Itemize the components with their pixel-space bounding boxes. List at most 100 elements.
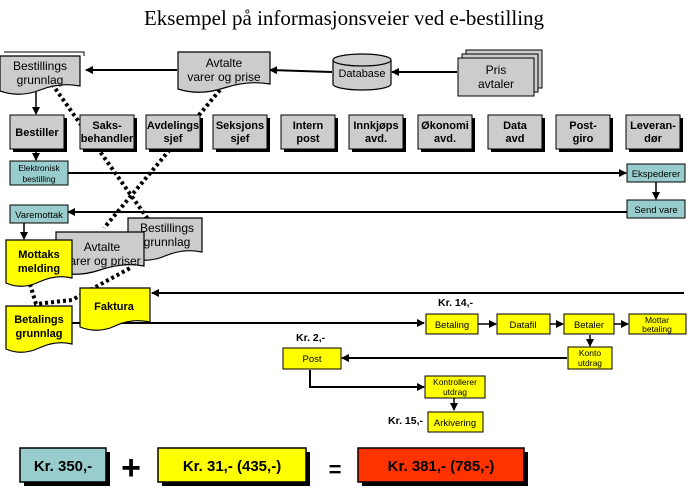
actor-label-5-0: Innkjøps <box>353 120 398 132</box>
doc-faktura: Faktura <box>79 287 151 331</box>
dotted-links <box>28 82 222 307</box>
elektronisk-line1: Elektronisk <box>18 163 60 173</box>
database-label: Database <box>338 68 385 80</box>
doc-mottaksmelding: Mottaks melding <box>5 239 73 287</box>
doc-avtalte-varer-top: Avtalte varer og prise <box>177 51 271 93</box>
dotted-avtalte-diagonal <box>102 88 222 230</box>
betalingsgrunnlag-line2: grunnlag <box>15 328 62 340</box>
box-betaling: Betaling <box>425 313 479 335</box>
total-box-c: Kr. 381,- (785,-) <box>357 447 528 486</box>
actor-label-1-1: behandler <box>81 133 134 145</box>
actor-label-4-0: Intern <box>293 120 324 132</box>
box-kontrollerer: Kontrollerer utdrag <box>424 375 486 399</box>
actor-label-3-1: sjef <box>231 133 250 145</box>
actor-box-0: Bestiller <box>9 114 67 152</box>
actor-label-6-0: Økonomi <box>421 120 469 132</box>
total-c-label: Kr. 381,- (785,-) <box>388 458 495 475</box>
box-mottar-betaling: Mottar betaling <box>628 313 687 335</box>
betalingsgrunnlag-line1: Betalings <box>14 314 64 326</box>
actor-label-4-1: post <box>296 133 320 145</box>
kontrollerer-line1: Kontrollerer <box>433 377 477 387</box>
box-varemottak: Varemottak <box>9 204 69 224</box>
avtalte-varer-line1: Avtalte <box>206 56 243 70</box>
actor-label-9-1: dør <box>644 133 662 145</box>
total-box-b: Kr. 31,- (435,-) <box>157 447 310 486</box>
actor-label-0-0: Bestiller <box>15 127 59 139</box>
actor-row: BestillerSaks-behandlerAvdelingssjefSeks… <box>9 114 683 152</box>
actor-label-6-1: avd. <box>434 133 456 145</box>
varemottak-label: Varemottak <box>15 210 63 221</box>
actor-label-2-0: Avdelings <box>147 120 199 132</box>
actor-box-1: Saks-behandler <box>79 114 137 152</box>
box-betaler: Betaler <box>563 313 615 335</box>
arrow-database-to-avtalte <box>269 66 333 75</box>
cost-kr2: Kr. 2,- <box>296 332 326 344</box>
avtalte-copy-line1: Avtalte <box>84 240 121 254</box>
box-post: Post <box>282 347 342 370</box>
arrow-post-to-kontrollerer <box>309 370 425 391</box>
kontoutdrag-line1: Konto <box>579 348 601 358</box>
diagram-title: Eksempel på informasjonsveier ved e-best… <box>143 6 545 30</box>
plus-sign: + <box>121 449 141 487</box>
betaler-label: Betaler <box>574 320 604 331</box>
actor-label-7-0: Data <box>503 120 528 132</box>
box-arkivering: Arkivering <box>427 411 484 433</box>
faktura-label: Faktura <box>94 301 135 313</box>
post-label: Post <box>302 354 321 365</box>
mottaksmelding-line1: Mottaks <box>18 249 60 261</box>
database-cylinder: Database <box>332 53 392 91</box>
datafil-label: Datafil <box>510 320 537 331</box>
doc-prisavtaler: Pris avtaler <box>457 49 543 97</box>
dotted-bestillingsgrunnlag-diagonal <box>50 82 152 224</box>
bestillingsgrunnlag-copy-line2: grunnlag <box>144 235 191 249</box>
actor-label-3-0: Seksjons <box>216 120 264 132</box>
actor-label-9-0: Leveran- <box>630 120 676 132</box>
box-datafil: Datafil <box>496 313 551 335</box>
cost-kr14: Kr. 14,- <box>438 297 474 309</box>
actor-label-8-1: giro <box>573 133 594 145</box>
mottar-line1: Mottar <box>645 315 669 325</box>
ekspederer-label: Ekspederer <box>632 169 681 180</box>
doc-betalingsgrunnlag: Betalings grunnlag <box>5 305 73 353</box>
total-a-label: Kr. 350,- <box>34 458 92 475</box>
prisavtaler-line2: avtaler <box>478 77 514 91</box>
actor-box-9: Leveran-dør <box>625 114 683 152</box>
total-b-label: Kr. 31,- (435,-) <box>183 458 281 475</box>
box-ekspederer: Ekspederer <box>626 163 686 183</box>
send-vare-label: Send vare <box>634 205 677 216</box>
bestillingsgrunnlag-line2: grunnlag <box>17 73 64 87</box>
actor-label-7-1: avd <box>506 133 525 145</box>
total-box-a: Kr. 350,- <box>19 447 110 486</box>
cost-kr15: Kr. 15,- <box>388 415 424 427</box>
arkivering-label: Arkivering <box>434 418 476 429</box>
betaling-label: Betaling <box>435 320 469 331</box>
actor-label-8-0: Post- <box>569 120 597 132</box>
box-kontoutdrag: Konto utdrag <box>567 346 613 370</box>
box-elektronisk-bestilling: Elektronisk bestilling <box>9 160 69 186</box>
mottar-line2: betaling <box>642 324 672 334</box>
avtalte-copy-line2: varer og priser <box>63 254 140 268</box>
kontoutdrag-line2: utdrag <box>578 358 602 368</box>
mottaksmelding-line2: melding <box>18 263 60 275</box>
doc-avtalte-varer-copy: Avtalte varer og priser <box>55 231 145 275</box>
kontrollerer-line2: utdrag <box>443 387 467 397</box>
actor-box-8: Post-giro <box>555 114 613 152</box>
bestillingsgrunnlag-line1: Bestillings <box>13 59 67 73</box>
prisavtaler-line1: Pris <box>486 63 507 77</box>
actor-label-5-1: avd. <box>365 133 387 145</box>
equals-sign: = <box>329 457 342 482</box>
bestillingsgrunnlag-copy-line1: Bestillings <box>140 221 194 235</box>
dotted-mottaksmelding-link <box>28 265 133 307</box>
avtalte-varer-line2: varer og prise <box>187 70 261 84</box>
box-send-vare: Send vare <box>626 199 686 219</box>
doc-bestillingsgrunnlag-copy: Bestillings grunnlag <box>127 217 203 261</box>
actor-label-2-1: sjef <box>164 133 183 145</box>
actor-label-1-0: Saks- <box>92 120 122 132</box>
